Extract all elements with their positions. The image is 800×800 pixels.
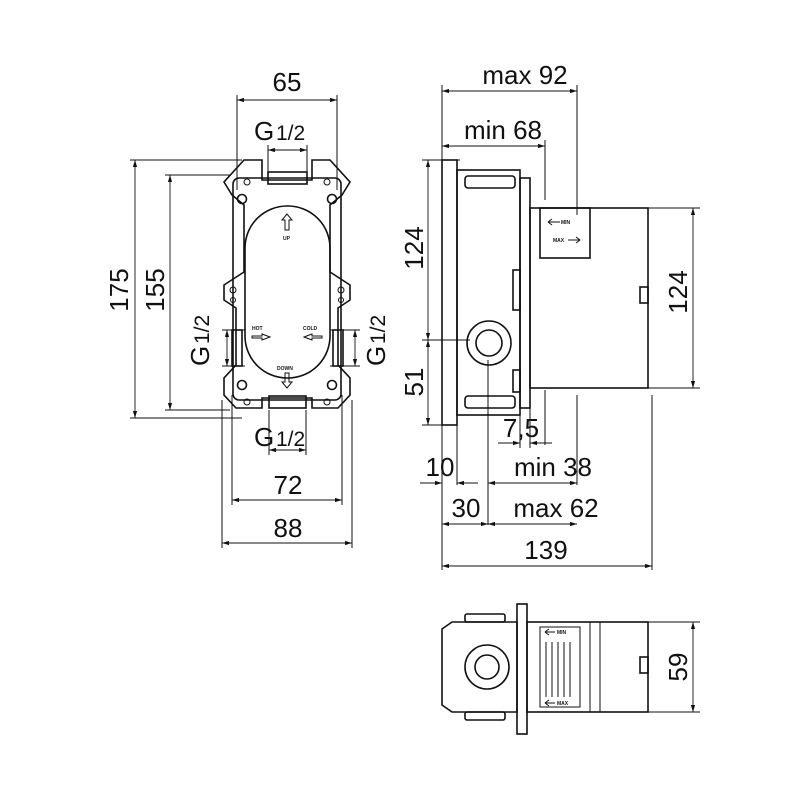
thread-right-label: G 1/2 (361, 315, 391, 366)
thread-left-label: G 1/2 (185, 315, 215, 366)
dim-width-top: 65 (273, 67, 302, 97)
label-up: UP (283, 236, 291, 242)
svg-text:1/2: 1/2 (276, 122, 305, 145)
dim-width-outer: 88 (274, 513, 303, 543)
dim-width-inner: 72 (274, 470, 303, 500)
dim-flange: 10 (426, 452, 455, 482)
svg-text:G: G (254, 116, 274, 146)
svg-text:G: G (185, 346, 215, 366)
dim-upper-height: 124 (399, 226, 429, 269)
arrow-down-icon (280, 372, 294, 389)
side-label-max: MAX (553, 238, 565, 244)
side-view: MIN MAX max 92 min 68 124 51 124 7,5 10 … (399, 60, 700, 570)
svg-text:1/2: 1/2 (191, 315, 214, 344)
front-view: UP HOT COLD DOWN 65 G 1/2 175 155 G 1/2 (104, 67, 391, 548)
arrow-cold-icon (302, 333, 323, 341)
label-hot: HOT (252, 326, 263, 332)
dim-lower-height: 51 (399, 368, 429, 397)
thread-top-label: G 1/2 (254, 116, 305, 146)
mounting-holes (229, 178, 345, 406)
svg-text:1/2: 1/2 (276, 428, 305, 451)
top-label-max: MAX (557, 701, 569, 707)
dim-total: 139 (524, 535, 567, 565)
svg-text:G: G (361, 346, 391, 366)
dim-max-depth: max 92 (482, 60, 567, 90)
dim-height-outer: 175 (104, 268, 134, 311)
top-view: MIN MAX 59 (441, 603, 700, 735)
svg-text:1/2: 1/2 (367, 315, 390, 344)
label-down: DOWN (277, 366, 293, 372)
dim-min-depth: min 68 (464, 115, 542, 145)
side-label-min: MIN (561, 220, 571, 226)
arrow-hot-icon (251, 333, 272, 341)
dim-top-height: 59 (663, 653, 693, 682)
dim-base: 30 (452, 493, 481, 523)
top-label-min: MIN (557, 630, 567, 636)
dim-right-height: 124 (663, 270, 693, 313)
label-cold: COLD (303, 326, 318, 332)
thread-bottom-label: G 1/2 (254, 422, 305, 452)
arrow-up-icon (280, 213, 294, 231)
dim-min-cover: min 38 (514, 452, 592, 482)
svg-text:G: G (254, 422, 274, 452)
dim-offset: 7,5 (503, 413, 539, 443)
dim-height-inner: 155 (140, 268, 170, 311)
dim-max-cover: max 62 (513, 493, 598, 523)
